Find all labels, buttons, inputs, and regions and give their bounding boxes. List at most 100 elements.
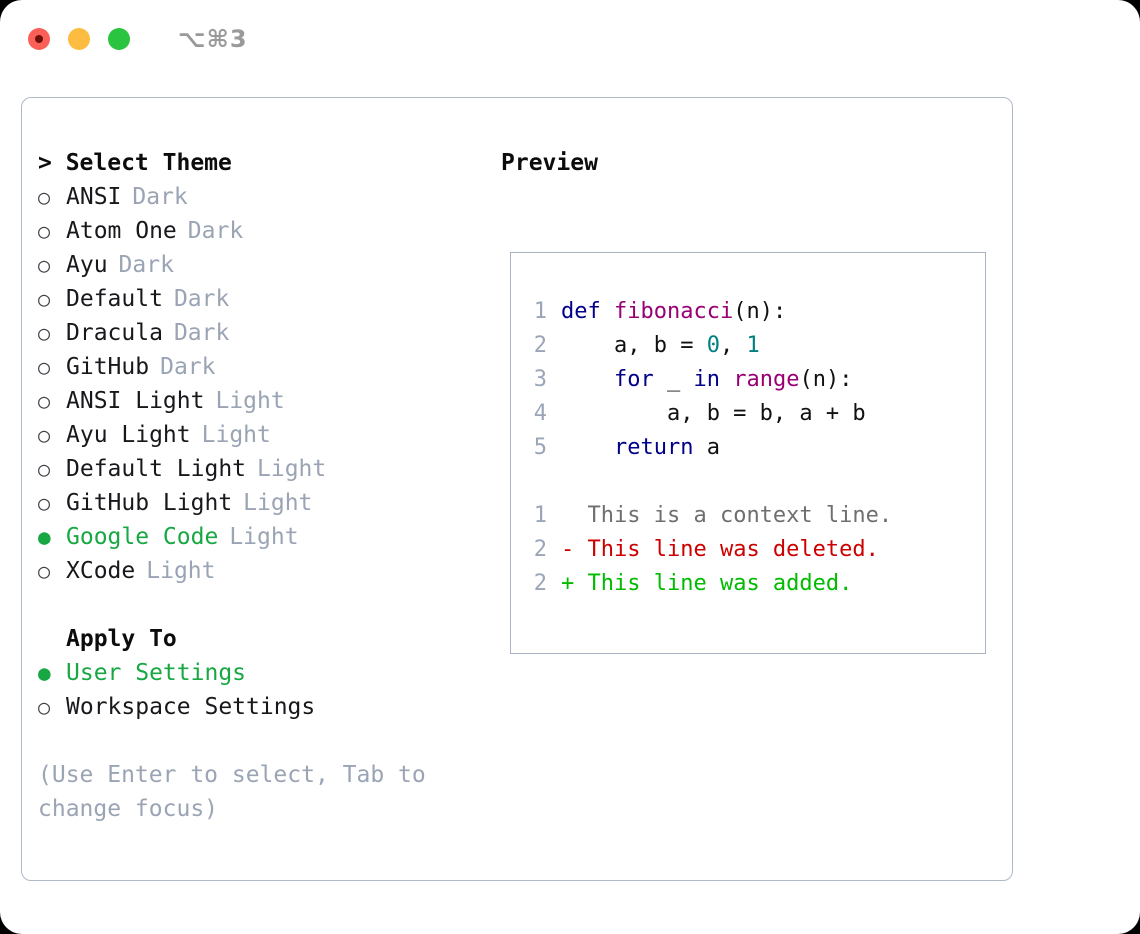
- code-token-function: fibonacci: [613, 299, 734, 324]
- close-button-icon[interactable]: [28, 28, 50, 50]
- code-token-plain: a, b = b, a + b: [561, 401, 866, 426]
- keyboard-hint-text: (Use Enter to select, Tab to change focu…: [38, 762, 440, 822]
- theme-name: Default Light: [66, 456, 247, 482]
- line-number: 5: [533, 435, 547, 460]
- code-token-plain: [561, 367, 614, 392]
- theme-name: Ayu: [66, 252, 108, 278]
- theme-variant-tag: Light: [257, 456, 327, 482]
- zoom-button-icon[interactable]: [108, 28, 130, 50]
- theme-variant-tag: Light: [243, 490, 313, 516]
- radio-icon: ○: [38, 695, 51, 719]
- theme-variant-tag: Dark: [173, 286, 230, 312]
- theme-name: ANSI Light: [66, 388, 205, 414]
- diff-content: This line was deleted.: [587, 537, 879, 562]
- code-content: a, b = 0, 1: [561, 329, 760, 363]
- code-content: a, b = b, a + b: [561, 397, 866, 431]
- theme-option-github-dark[interactable]: ○ GitHub Dark: [38, 350, 478, 384]
- keyboard-shortcut-label: ⌥⌘3: [178, 25, 248, 53]
- radio-icon-selected: ●: [38, 661, 51, 685]
- code-token-plain: (n):: [733, 299, 787, 324]
- theme-variant-tag: Dark: [160, 354, 216, 380]
- theme-option-dracula-dark[interactable]: ○ Dracula Dark: [38, 316, 478, 350]
- theme-option-ayu-dark[interactable]: ○ Ayu Dark: [38, 248, 478, 282]
- radio-icon: ○: [38, 185, 51, 209]
- radio-icon: ○: [38, 287, 51, 311]
- theme-option-ayu-light[interactable]: ○ Ayu Light Light: [38, 418, 478, 452]
- line-number: 2: [533, 333, 547, 358]
- radio-icon: ○: [38, 321, 51, 345]
- code-token-plain: (n):: [799, 367, 853, 392]
- radio-icon: ○: [38, 355, 51, 379]
- theme-option-xcode-light[interactable]: ○ XCode Light: [38, 554, 478, 588]
- code-line: 4 a, b = b, a + b: [523, 397, 979, 431]
- list-spacer: [38, 588, 478, 622]
- line-number: 1: [533, 299, 547, 324]
- apply-to-option-user-settings[interactable]: ● User Settings: [38, 656, 478, 690]
- minimize-button-icon[interactable]: [68, 28, 90, 50]
- theme-name: ANSI: [66, 184, 122, 210]
- line-number: 4: [533, 401, 547, 426]
- code-line: 2 a, b = 0, 1: [523, 329, 979, 363]
- preview-column: Preview 1 def fibonacci(n): 2 a, b = 0, …: [501, 146, 1001, 654]
- select-theme-header: > Select Theme: [38, 150, 232, 176]
- code-content: return a: [561, 431, 720, 465]
- line-number: 2: [533, 571, 547, 596]
- theme-name: GitHub: [66, 354, 150, 380]
- line-number: 3: [533, 367, 547, 392]
- theme-variant-tag: Dark: [173, 320, 230, 346]
- code-line: 3 for _ in range(n):: [523, 363, 979, 397]
- radio-icon: ○: [38, 491, 51, 515]
- apply-to-option-workspace-settings[interactable]: ○ Workspace Settings: [38, 690, 478, 724]
- diff-line-added: 2 + This line was added.: [523, 567, 979, 601]
- theme-name: Ayu Light: [66, 422, 191, 448]
- theme-name: Default: [66, 286, 163, 312]
- theme-variant-tag: Dark: [187, 218, 244, 244]
- radio-icon: ○: [38, 423, 51, 447]
- two-column-layout: > Select Theme ○ ANSI Dark ○ Atom One Da…: [22, 98, 1012, 880]
- theme-option-list: ○ ANSI Dark ○ Atom One Dark ○ Ayu Dark: [38, 180, 478, 588]
- theme-option-google-code-light[interactable]: ● Google Code Light: [38, 520, 478, 554]
- theme-option-ansi-light[interactable]: ○ ANSI Light Light: [38, 384, 478, 418]
- content-card: > Select Theme ○ ANSI Dark ○ Atom One Da…: [21, 97, 1013, 881]
- theme-picker-column: > Select Theme ○ ANSI Dark ○ Atom One Da…: [38, 146, 478, 826]
- code-token-keyword: for: [613, 367, 654, 392]
- code-token-plain: [720, 367, 733, 392]
- radio-icon: ○: [38, 457, 51, 481]
- preview-panel: 1 def fibonacci(n): 2 a, b = 0, 1 3 for …: [510, 252, 986, 654]
- theme-variant-tag: Dark: [132, 184, 188, 210]
- diff-line-deleted: 2 - This line was deleted.: [523, 533, 979, 567]
- code-token-keyword: return: [613, 435, 694, 460]
- theme-variant-tag: Light: [201, 422, 271, 448]
- code-token-plain: a: [693, 435, 720, 460]
- preview-title: Preview: [501, 150, 598, 176]
- code-line: 5 return a: [523, 431, 979, 465]
- diff-marker: -: [561, 537, 588, 562]
- theme-option-github-light[interactable]: ○ GitHub Light Light: [38, 486, 478, 520]
- code-token-number: 1: [746, 333, 760, 358]
- theme-name: GitHub Light: [66, 490, 233, 516]
- theme-option-atom-one-dark[interactable]: ○ Atom One Dark: [38, 214, 478, 248]
- theme-variant-tag: Light: [229, 524, 299, 550]
- theme-option-default-light[interactable]: ○ Default Light Light: [38, 452, 478, 486]
- apply-to-name: User Settings: [66, 660, 247, 686]
- diff-marker: [561, 499, 588, 533]
- line-number: 1: [533, 503, 547, 528]
- line-number: 2: [533, 537, 547, 562]
- theme-option-ansi-dark[interactable]: ○ ANSI Dark: [38, 180, 478, 214]
- radio-icon-selected: ●: [38, 525, 51, 549]
- code-content: for _ in range(n):: [561, 363, 852, 397]
- apply-to-header: Apply To: [66, 626, 177, 652]
- theme-option-default-dark[interactable]: ○ Default Dark: [38, 282, 478, 316]
- code-token-plain: [561, 435, 614, 460]
- code-token-keyword: in: [693, 367, 720, 392]
- radio-icon: ○: [38, 219, 51, 243]
- diff-sample-area: 1 This is a context line. 2 - This line …: [523, 499, 979, 601]
- radio-icon: ○: [38, 253, 51, 277]
- apply-to-name: Workspace Settings: [66, 694, 316, 720]
- code-token-plain: _: [653, 367, 694, 392]
- code-token-number: 0: [706, 333, 720, 358]
- code-token-function: range: [733, 367, 800, 392]
- theme-name: Atom One: [66, 218, 177, 244]
- diff-marker: +: [561, 571, 588, 596]
